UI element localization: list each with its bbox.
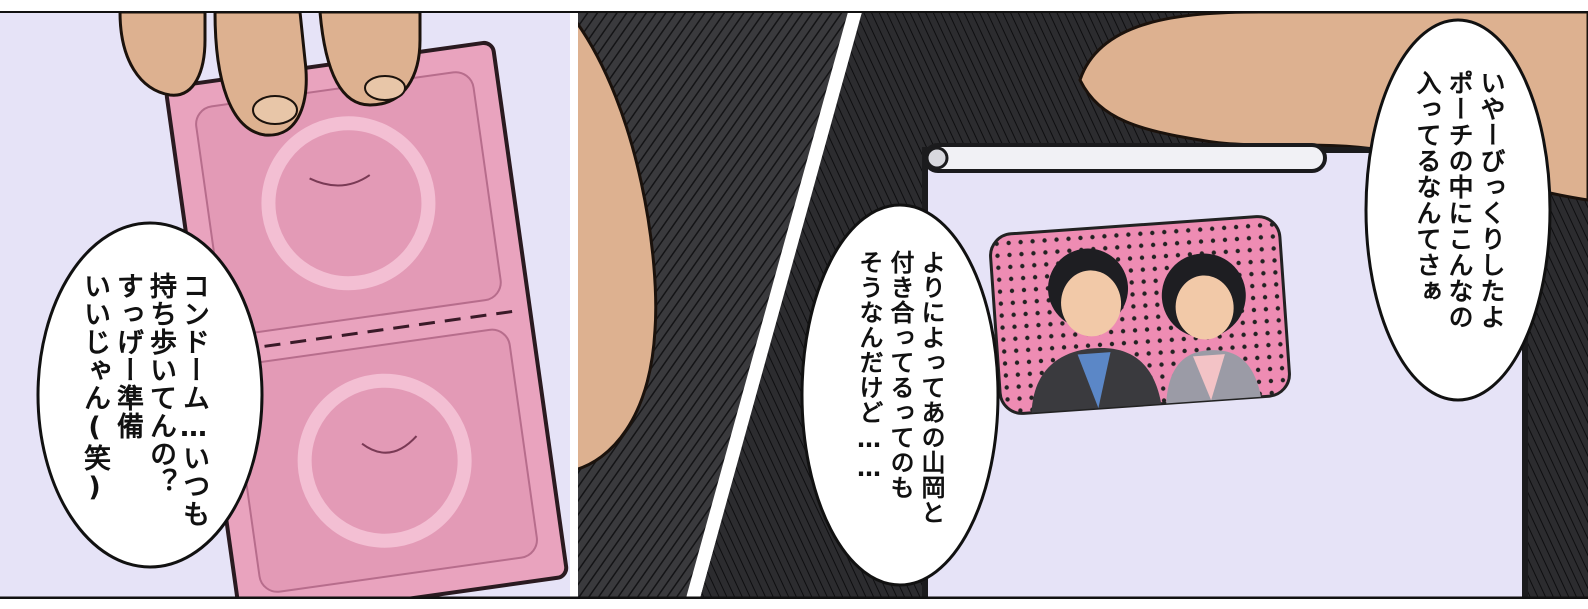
gutter-right	[686, 12, 862, 598]
speech-text-middle: よりによってあの山岡と 付き合ってるってのも そうなんだけど……	[855, 250, 945, 525]
right-panel	[700, 12, 1588, 598]
speech-text-right: いやーびっくりしたよ ポーチの中にこんなの 入ってるなんてさぁ	[1413, 70, 1506, 330]
couple-photo	[989, 215, 1291, 415]
speech-bubble-left	[36, 221, 264, 569]
gutter-left	[570, 12, 578, 598]
speech-text-left: コンドーム…いつも 持ち歩いてんの？ すっげー準備 いいじゃん(笑)	[79, 272, 209, 528]
left-panel	[0, 12, 572, 598]
hand	[118, 12, 422, 137]
speech-bubble-right	[1364, 18, 1552, 402]
speech-bubble-middle	[800, 203, 1000, 587]
condom-packet	[164, 40, 569, 598]
